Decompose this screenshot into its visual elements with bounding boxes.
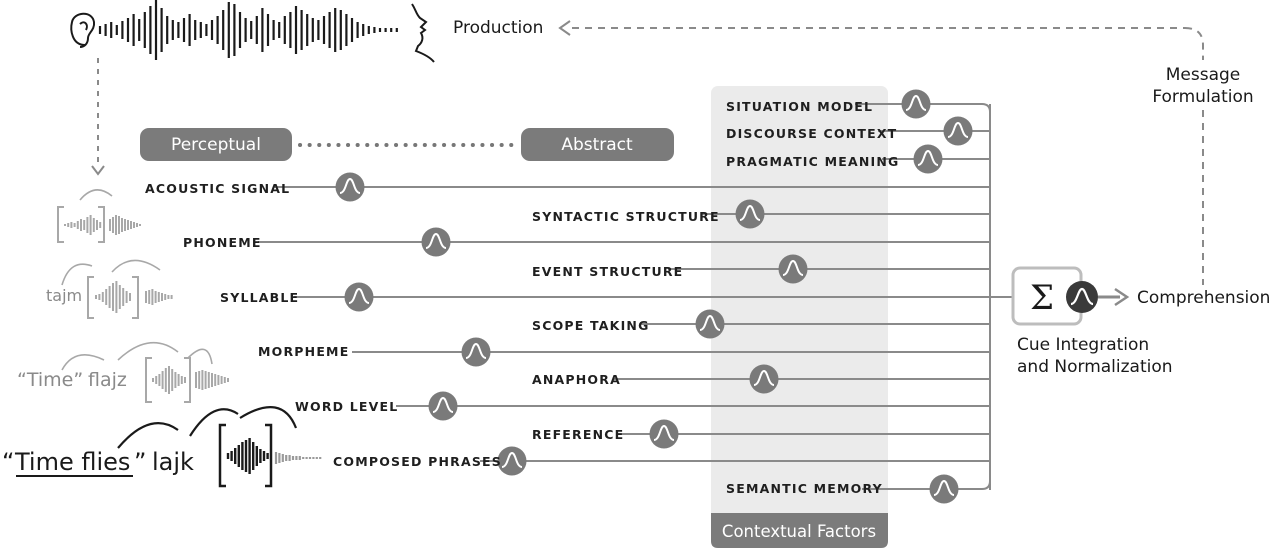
production-arrowhead <box>558 20 571 36</box>
perceptual-pill <box>140 128 292 161</box>
ear-icon <box>70 12 96 48</box>
comprehension-arrowhead <box>1114 287 1130 307</box>
syllable-gaussian-icon <box>344 282 374 312</box>
curved-arrow <box>239 406 298 429</box>
curved-arrow <box>187 348 213 365</box>
phrase-open-quote: “ <box>2 448 14 476</box>
word-level-gaussian-icon <box>428 391 458 421</box>
curved-arrow <box>61 263 93 286</box>
syntactic-structure-label: SYNTACTIC STRUCTURE <box>532 209 720 224</box>
phoneme-gaussian-icon <box>421 227 451 257</box>
waveform-icon <box>64 215 102 235</box>
abstract-label: Abstract <box>561 135 633 155</box>
contextual-factors-tab <box>711 513 888 548</box>
perceptual-label: Perceptual <box>171 135 261 155</box>
waveform-icon <box>95 281 131 313</box>
bracket <box>87 276 94 319</box>
waveform-icon <box>145 289 173 305</box>
curved-arrow <box>61 354 105 371</box>
syntactic-structure-gaussian-icon <box>735 199 765 229</box>
syllable-example-text: tajm <box>46 286 82 305</box>
comprehension-label: Comprehension <box>1137 288 1269 308</box>
bracket <box>145 357 152 403</box>
pragmatic-meaning-gaussian-icon <box>913 144 943 174</box>
semantic-memory-line <box>862 480 991 490</box>
cue-lines <box>258 103 991 490</box>
discourse-context-label: DISCOURSE CONTEXT <box>726 126 897 141</box>
event-structure-label: EVENT STRUCTURE <box>532 264 683 279</box>
abstract-pill <box>521 128 674 161</box>
anaphora-label: ANAPHORA <box>532 372 621 387</box>
formulation-label: Formulation <box>1152 87 1253 107</box>
contextual-factors-label: Contextual Factors <box>722 522 876 541</box>
situation-model-line <box>855 103 991 113</box>
bracket <box>184 357 191 403</box>
situation-model-gaussian-icon <box>901 89 931 119</box>
bracket <box>57 206 64 243</box>
acoustic-signal-gaussian-icon <box>335 172 365 202</box>
morpheme-example-quote: “Time” <box>17 369 83 391</box>
reference-label: REFERENCE <box>532 427 624 442</box>
discourse-context-gaussian-icon <box>943 116 973 146</box>
production-label: Production <box>453 18 543 38</box>
curved-arrow <box>79 189 113 201</box>
cue-nodes <box>335 89 973 504</box>
bracket <box>132 276 139 319</box>
acoustic-signal-label: ACOUSTIC SIGNAL <box>145 181 290 196</box>
scope-taking-gaussian-icon <box>695 309 725 339</box>
sum-symbol: Σ <box>1030 278 1054 318</box>
anaphora-gaussian-icon <box>749 364 779 394</box>
word-level-label: WORD LEVEL <box>295 399 398 414</box>
bracket <box>218 423 226 488</box>
waveform-icon <box>274 452 322 464</box>
phrase-example-text: Time flies <box>14 448 130 476</box>
face-profile-icon <box>411 3 435 63</box>
scope-taking-label: SCOPE TAKING <box>532 318 650 333</box>
composed-phrases-gaussian-icon <box>497 446 527 476</box>
phoneme-label: PHONEME <box>183 235 262 250</box>
normalization-label: and Normalization <box>1017 357 1173 377</box>
message-formulation-curve <box>1184 27 1204 60</box>
stimulus-examples <box>57 189 322 488</box>
morpheme-label: MORPHEME <box>258 344 349 359</box>
message-label: Message <box>1166 65 1241 85</box>
ear-down-arrowhead <box>91 165 105 176</box>
syllable-label: SYLLABLE <box>220 290 299 305</box>
phrase-close-quote: ” <box>134 448 146 476</box>
bracket <box>265 423 273 488</box>
curved-arrow <box>117 341 179 361</box>
normalization-gaussian-icon <box>1066 281 1098 313</box>
waveform-icon <box>195 370 229 390</box>
production-waveform <box>98 0 398 60</box>
morpheme-example-word: flajz <box>88 369 127 391</box>
reference-gaussian-icon <box>649 419 679 449</box>
curved-arrow <box>117 422 179 449</box>
waveform-icon <box>152 366 186 394</box>
semantic-memory-label: SEMANTIC MEMORY <box>726 481 883 496</box>
pragmatic-meaning-label: PRAGMATIC MEANING <box>726 154 899 169</box>
phrase-example-word: lajk <box>152 448 194 476</box>
waveform-icon <box>109 215 141 235</box>
event-structure-gaussian-icon <box>778 254 808 284</box>
waveform-icon <box>226 438 269 474</box>
cue-integration-label: Cue Integration <box>1017 335 1149 355</box>
bracket <box>98 206 105 243</box>
situation-model-label: SITUATION MODEL <box>726 99 873 114</box>
morpheme-gaussian-icon <box>461 337 491 367</box>
curved-arrow <box>111 259 161 273</box>
curved-arrow <box>189 408 239 437</box>
semantic-memory-gaussian-icon <box>929 474 959 504</box>
composed-phrases-label: COMPOSED PHRASES <box>333 454 502 469</box>
